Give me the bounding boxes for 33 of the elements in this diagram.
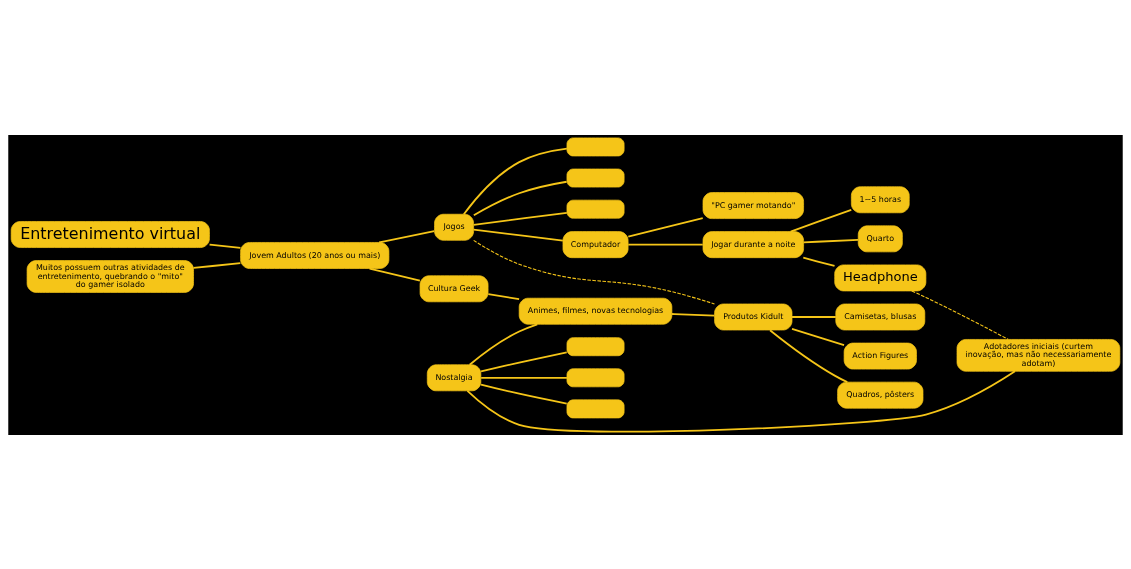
connector [671, 312, 716, 316]
connector [472, 211, 568, 226]
connector [791, 327, 845, 346]
node-box [566, 168, 625, 187]
connector [802, 256, 836, 267]
connector [480, 383, 568, 404]
connector [208, 243, 242, 249]
connector [769, 328, 849, 383]
connector [627, 243, 704, 246]
node-box [566, 399, 625, 418]
node-box [566, 367, 625, 387]
connector [480, 376, 568, 379]
node-box [566, 336, 625, 356]
connector [789, 208, 853, 232]
connector [487, 292, 520, 300]
connector [802, 238, 859, 243]
connector [791, 315, 837, 318]
node-box [566, 199, 625, 219]
connector [472, 180, 568, 216]
connector [378, 229, 436, 243]
connector [466, 369, 1016, 433]
connector [627, 216, 704, 238]
connector [472, 228, 564, 242]
connector [911, 289, 1009, 340]
connector [473, 239, 715, 304]
connector [192, 261, 242, 269]
connector [462, 147, 568, 215]
connector [480, 351, 568, 372]
connector [468, 322, 539, 366]
node-box: Headphone [834, 264, 927, 291]
node-box: Entretenimento virtual [10, 220, 210, 248]
connector [368, 267, 421, 282]
node-box [566, 137, 625, 156]
